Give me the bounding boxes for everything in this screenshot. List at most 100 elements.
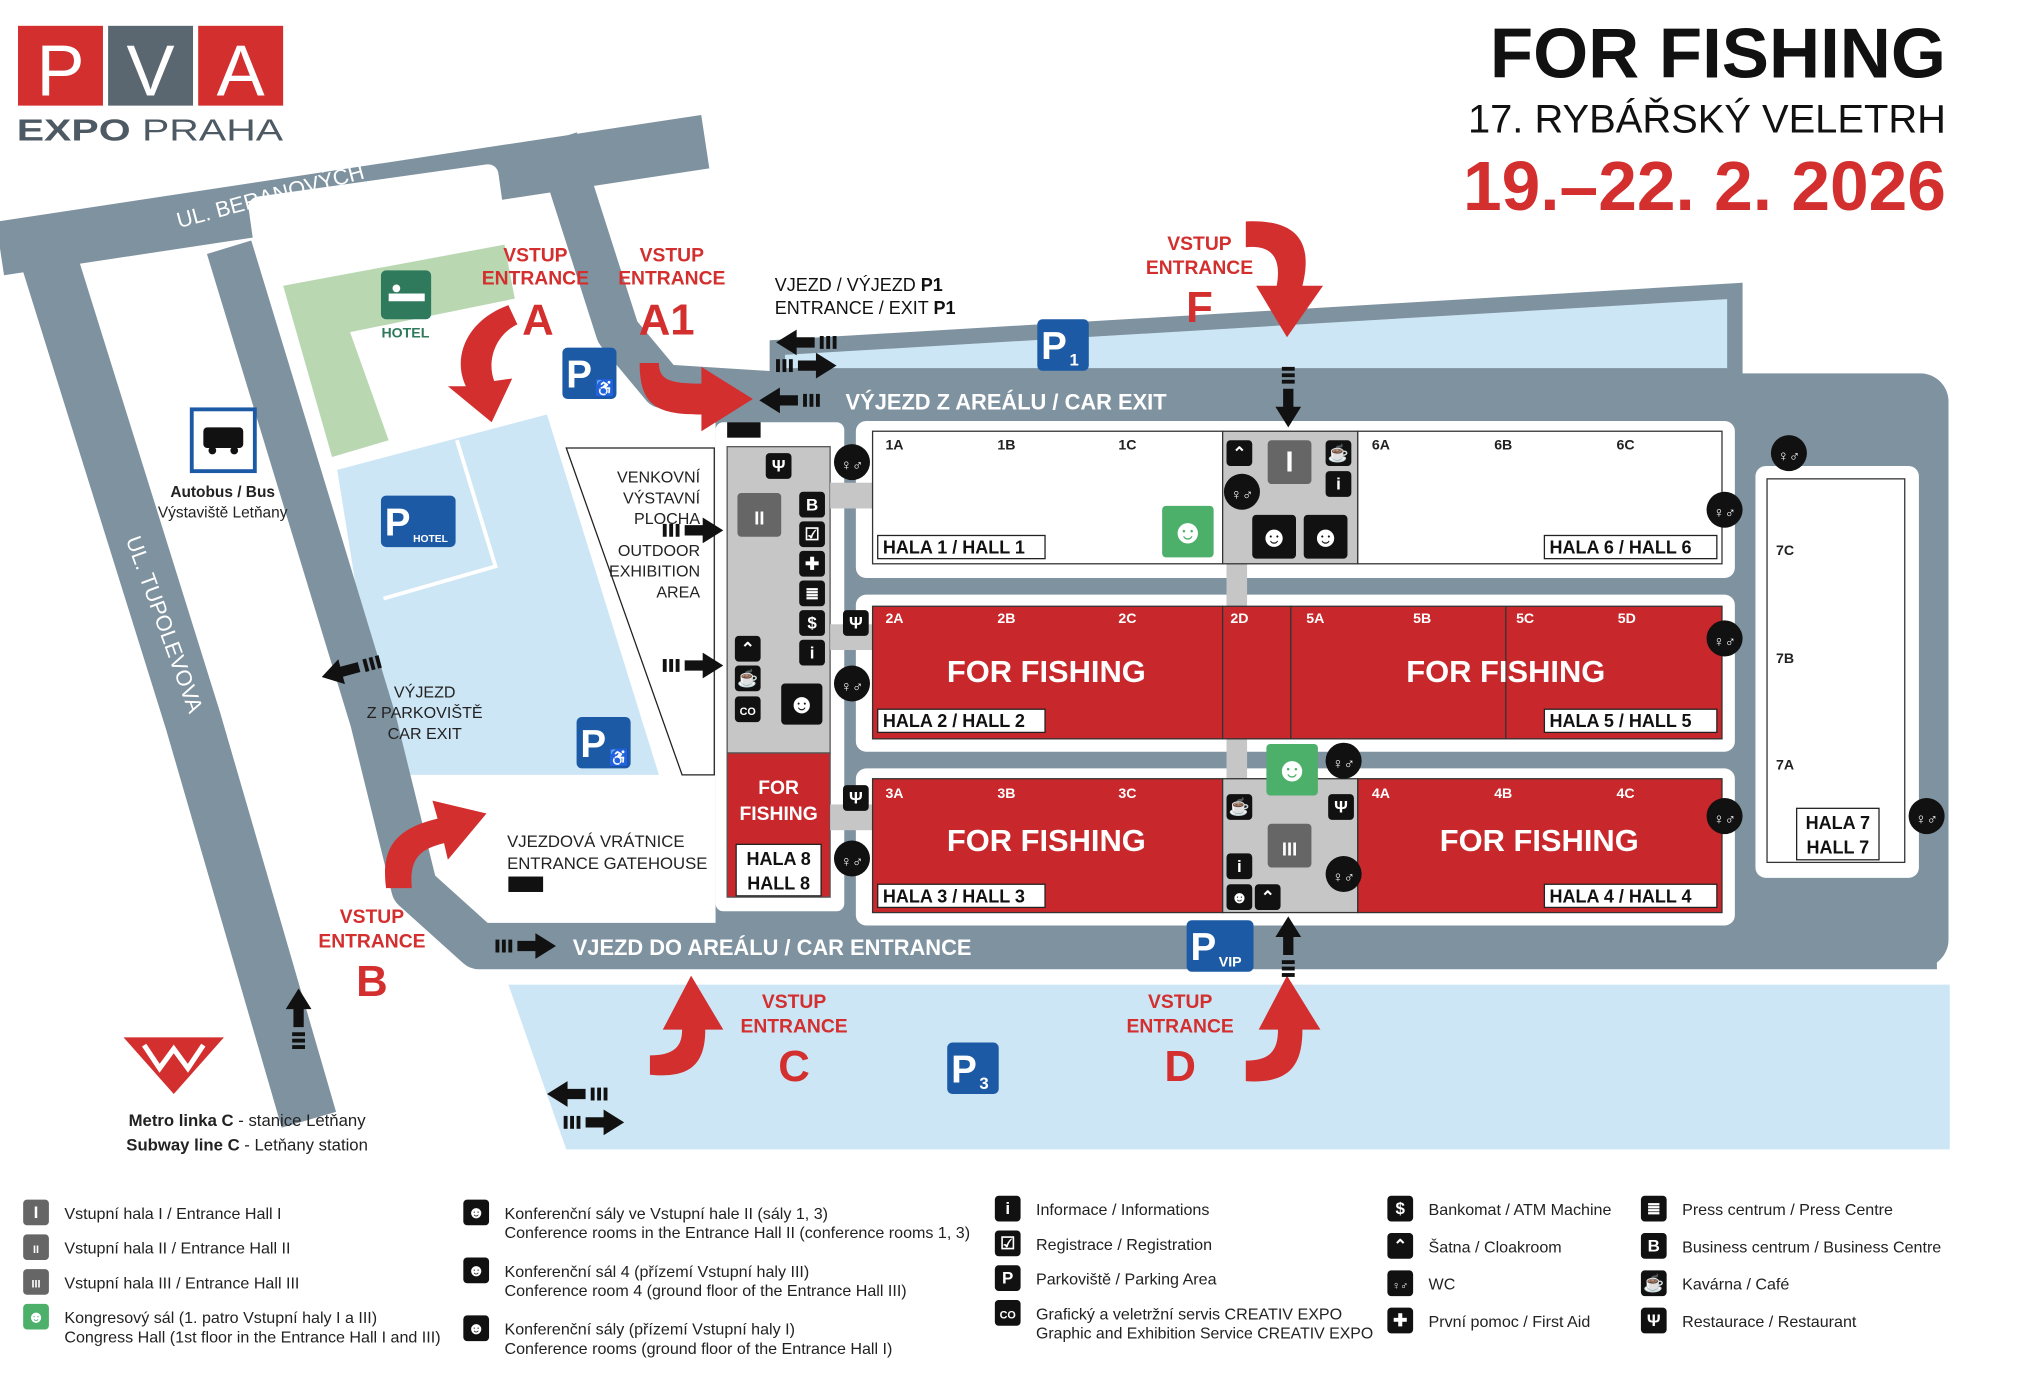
svg-text:P: P — [1002, 1269, 1013, 1288]
gatehouse-marker — [727, 422, 761, 438]
legend-text: Kavárna / Café — [1682, 1276, 1789, 1294]
p1-exit-label: ENTRANCE / EXIT P1 — [775, 298, 956, 318]
legend-text: Conference room 4 (ground floor of the E… — [505, 1282, 907, 1300]
car-exit-arrow-icon — [759, 387, 820, 414]
entrance-f-letter: F — [1186, 283, 1213, 332]
hall-4-label: HALA 4 / HALL 4 — [1550, 886, 1692, 906]
wc-icon: ♀♂ — [1908, 798, 1945, 835]
svg-text:☕: ☕ — [1328, 443, 1349, 463]
bus-stop-name: Výstaviště Letňany — [158, 504, 288, 521]
entrance-a1-letter: A1 — [639, 296, 695, 345]
svg-text:☕: ☕ — [1643, 1273, 1664, 1293]
svg-text:✚: ✚ — [1393, 1311, 1407, 1330]
car-exit-label: VÝJEZD Z AREÁLU / CAR EXIT — [846, 389, 1168, 414]
svg-text:☻: ☻ — [1310, 521, 1340, 553]
entrance-arrows — [385, 221, 1324, 1082]
hall-4-event-name: FOR FISHING — [1440, 823, 1639, 858]
press-centre-icon: ≣ — [799, 580, 825, 607]
entrance-hall-3-icon: III — [1267, 823, 1312, 868]
info-icon: i — [799, 639, 825, 666]
wc-icon: ♀♂ — [1223, 473, 1260, 510]
svg-text:☑: ☑ — [804, 525, 819, 544]
wc-icon: ♀♂ — [1706, 798, 1743, 835]
svg-text:II: II — [33, 1244, 39, 1256]
svg-text:CO: CO — [740, 706, 756, 718]
svg-text:B: B — [806, 495, 818, 514]
exit-arrow-icon — [776, 329, 837, 356]
entrance-d-letter: D — [1164, 1042, 1196, 1091]
hall-2-event-name: FOR FISHING — [947, 654, 1146, 689]
metro-label: Metro linka C - stanice Letňany — [129, 1111, 367, 1130]
legend-text: Registrace / Registration — [1036, 1236, 1212, 1254]
sector-label: 4C — [1616, 785, 1634, 801]
svg-text:AREA: AREA — [656, 583, 700, 601]
svg-text:≣: ≣ — [1647, 1199, 1661, 1218]
sector-label: 5C — [1516, 610, 1534, 626]
event-subtitle: 17. RYBÁŘSKÝ VELETRH — [1468, 97, 1946, 142]
sector-labels: 1A 1B 1C 6A 6B 6C 2A 2B 2C 2D 5A 5B 5C 5… — [885, 436, 1794, 801]
cloakroom-icon: ⌃ — [1254, 884, 1281, 910]
parking-exit-label: VÝJEZD Z PARKOVIŠTĚ CAR EXIT — [367, 683, 483, 743]
legend-text: Conference rooms in the Entrance Hall II… — [505, 1224, 971, 1242]
wc-icon: ♀♂ — [1770, 435, 1807, 472]
car-entrance-arrow-icon — [495, 933, 556, 959]
wc-icon: ♀♂ — [1387, 1270, 1414, 1297]
metro-walk-arrow-icon — [285, 988, 312, 1049]
sector-label: 5A — [1306, 610, 1324, 626]
svg-text:☻: ☻ — [467, 1261, 485, 1280]
svg-text:♀♂: ♀♂ — [1332, 869, 1355, 886]
svg-text:I: I — [34, 1203, 39, 1222]
hall-8-event-name: FISHING — [739, 804, 817, 825]
gatehouse-marker — [508, 876, 544, 892]
svg-text:II: II — [754, 508, 764, 529]
gatehouse-label: VJEZDOVÁ VRÁTNICE ENTRANCE GATEHOUSE — [507, 832, 707, 873]
entrance-a1-label: ENTRANCE — [618, 269, 725, 290]
svg-text:VIP: VIP — [1219, 954, 1242, 970]
atm-icon: $ — [1387, 1195, 1414, 1222]
hall-2d[interactable] — [1221, 605, 1292, 740]
cloakroom-icon: ⌃ — [734, 635, 761, 662]
sector-label: 1A — [885, 436, 903, 452]
svg-text:III: III — [1282, 838, 1297, 859]
hall-7[interactable] — [1766, 478, 1906, 864]
atm-icon: $ — [799, 610, 825, 636]
hall-labels: HALA 1 / HALL 1 HALA 6 / HALL 6 HALA 2 /… — [735, 534, 1880, 909]
cafe-icon: ☕ — [1226, 794, 1253, 820]
sector-label: 6B — [1494, 436, 1512, 452]
svg-text:☑: ☑ — [1000, 1234, 1015, 1253]
svg-text:⌃: ⌃ — [1393, 1237, 1407, 1256]
conference-rooms-1-3-icon: ☻ — [463, 1199, 490, 1226]
svg-text:☕: ☕ — [1229, 797, 1250, 817]
legend-text: Konferenční sály (přízemí Vstupní haly I… — [505, 1321, 795, 1339]
svg-text:≣: ≣ — [805, 584, 819, 603]
entrance-d-arrow-icon — [1245, 975, 1321, 1082]
road-tupolevova — [19, 242, 337, 1128]
parking-area-p3 — [508, 984, 1950, 1150]
restaurant-icon: Ψ — [1328, 794, 1354, 820]
info-icon: i — [1325, 471, 1352, 497]
bus-stop-label: Autobus / Bus — [170, 484, 275, 501]
entrance-a-letter: A — [522, 296, 554, 345]
sector-label: 3C — [1118, 785, 1136, 801]
outdoor-area-label: VENKOVNÍ VÝSTAVNÍ PLOCHA OUTDOOR EXHIBIT… — [609, 468, 701, 602]
congress-hall-icon: ☻ — [23, 1303, 49, 1330]
legend-text: Konferenční sály ve Vstupní hale II (sál… — [505, 1205, 829, 1223]
legend-text: Vstupní hala II / Entrance Hall II — [64, 1240, 290, 1258]
wc-icon: ♀♂ — [833, 840, 871, 877]
svg-text:♀♂: ♀♂ — [1392, 1280, 1408, 1292]
entrance-c-letter: C — [778, 1042, 810, 1091]
svg-text:EXHIBITION: EXHIBITION — [609, 563, 700, 581]
legend-item: ☻Konferenční sál 4 (přízemí Vstupní haly… — [463, 1257, 907, 1300]
entrance-labels: VSTUP ENTRANCE A VSTUP ENTRANCE A1 VSTUP… — [318, 234, 1253, 1091]
hall-7-label: HALA 7 — [1806, 813, 1870, 833]
copy-icon: CO — [734, 696, 761, 723]
svg-text:☻: ☻ — [1170, 513, 1206, 551]
sector-label: 3B — [997, 785, 1015, 801]
svg-text:♀♂: ♀♂ — [1713, 811, 1736, 828]
